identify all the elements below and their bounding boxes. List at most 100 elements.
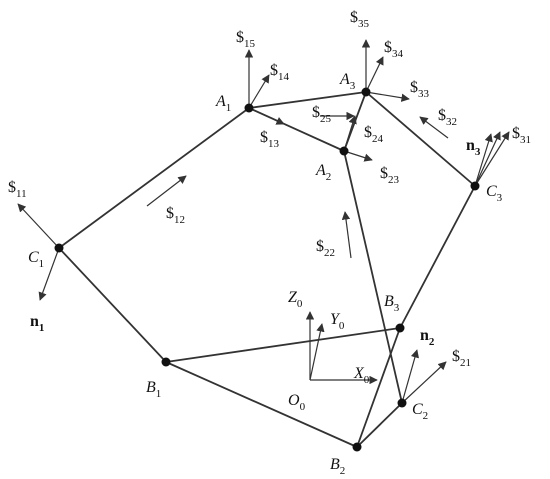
label-s35: $35 [350,9,370,30]
label-s13-main: $ [260,129,268,146]
link-A1-A3 [248,91,367,109]
joint-A3 [361,87,371,97]
screw-s21-arrow [401,361,447,404]
screw-s24-arrow [343,115,357,152]
label-C1-main: C [28,249,39,266]
joint-A1 [244,103,254,113]
screw-s34-arrow [365,56,384,93]
label-X0-main: X [353,365,365,382]
label-s34-main: $ [384,39,392,56]
label-B3-subscript: 3 [394,302,400,314]
label-s15-subscript: 15 [244,38,256,50]
label-s35-subscript: 35 [358,18,370,30]
label-C2-main: C [412,401,423,418]
label-C2-subscript: 2 [423,410,429,422]
label-s12-subscript: 12 [174,214,185,226]
label-A2-subscript: 2 [326,171,332,183]
screw-s14-arrow [248,74,270,109]
label-s12: $12 [166,205,185,226]
label-s13-subscript: 13 [268,138,280,150]
label-s14: $14 [270,62,290,83]
label-B1-subscript: 1 [156,388,162,400]
label-A1: A1 [215,93,231,114]
joint-C2 [397,398,407,408]
label-s32-main: $ [438,107,446,124]
screw-s33-arrow [365,91,410,102]
label-s23: $23 [380,165,400,186]
joint-B3 [395,323,405,333]
label-A3-subscript: 3 [350,80,356,92]
link-C1-A1 [58,107,250,249]
label-s21-main: $ [452,348,460,365]
label-B2-main: B [330,456,340,473]
screw-s23-arrow [343,150,373,162]
label-O0-main: O [288,392,300,409]
label-s12-main: $ [166,205,174,222]
label-C1-subscript: 1 [39,258,45,270]
label-A1-subscript: 1 [226,102,232,114]
link-B1-B3 [165,327,401,363]
joint-B1 [161,357,171,367]
link-B1-B2 [165,361,358,448]
normal-n2-arrow [401,349,419,404]
label-s31: $31 [512,125,531,146]
label-B3-main: B [384,293,394,310]
joints-layer [54,87,480,452]
label-n3: n3 [466,137,481,158]
joint-C1 [54,243,64,253]
label-s14-subscript: 14 [278,71,290,83]
label-s11-subscript: 11 [16,188,27,200]
label-A2-main: A [315,162,326,179]
screw-s31-arrow-b [474,131,510,187]
label-s35-main: $ [350,9,358,26]
label-A3: A3 [339,71,356,92]
label-s32-subscript: 32 [446,116,457,128]
label-B3: B3 [384,293,400,314]
normal-n3-arrow [474,133,493,187]
label-s15-main: $ [236,29,244,46]
label-s33: $33 [410,79,430,100]
label-s34: $34 [384,39,404,60]
label-n2-subscript: 2 [429,336,435,348]
label-n2-main: n [420,327,429,344]
label-B2-subscript: 2 [340,465,346,477]
label-B1: B1 [146,379,161,400]
link-C1-B1 [58,247,167,363]
label-s21: $21 [452,348,471,369]
label-C3: C3 [486,183,503,204]
label-s33-subscript: 33 [418,88,430,100]
label-Z0: Z0 [288,289,303,310]
label-s22: $22 [316,238,335,259]
label-s11: $11 [8,179,27,200]
label-Y0-main: Y [330,311,341,328]
screw-s11-arrow [17,203,60,249]
label-n1-subscript: 1 [39,322,45,334]
arrows-layer [17,39,510,404]
link-B2-C2 [356,402,403,448]
label-s31-subscript: 31 [520,134,531,146]
label-n1-main: n [30,313,39,330]
label-s25-subscript: 25 [320,113,332,125]
label-n1: n1 [30,313,44,334]
label-Z0-subscript: 0 [297,298,303,310]
label-Y0: Y0 [330,311,345,332]
label-n3-subscript: 3 [475,146,481,158]
label-O0-subscript: 0 [300,401,306,413]
label-s14-main: $ [270,62,278,79]
normal-n1-arrow [38,247,60,301]
label-s23-subscript: 23 [388,174,400,186]
label-n3-main: n [466,137,475,154]
label-s34-subscript: 34 [392,48,404,60]
label-s32: $32 [438,107,457,128]
link-B2-B3 [356,327,401,448]
label-O0: O0 [288,392,306,413]
label-s33-main: $ [410,79,418,96]
label-s24-subscript: 24 [372,133,384,145]
label-s25: $25 [312,104,332,125]
label-B1-main: B [146,379,156,396]
label-s25-main: $ [312,104,320,121]
label-s22-main: $ [316,238,324,255]
link-A2-C2 [343,150,403,404]
y-axis-arrow [309,323,325,381]
label-s13: $13 [260,129,280,150]
